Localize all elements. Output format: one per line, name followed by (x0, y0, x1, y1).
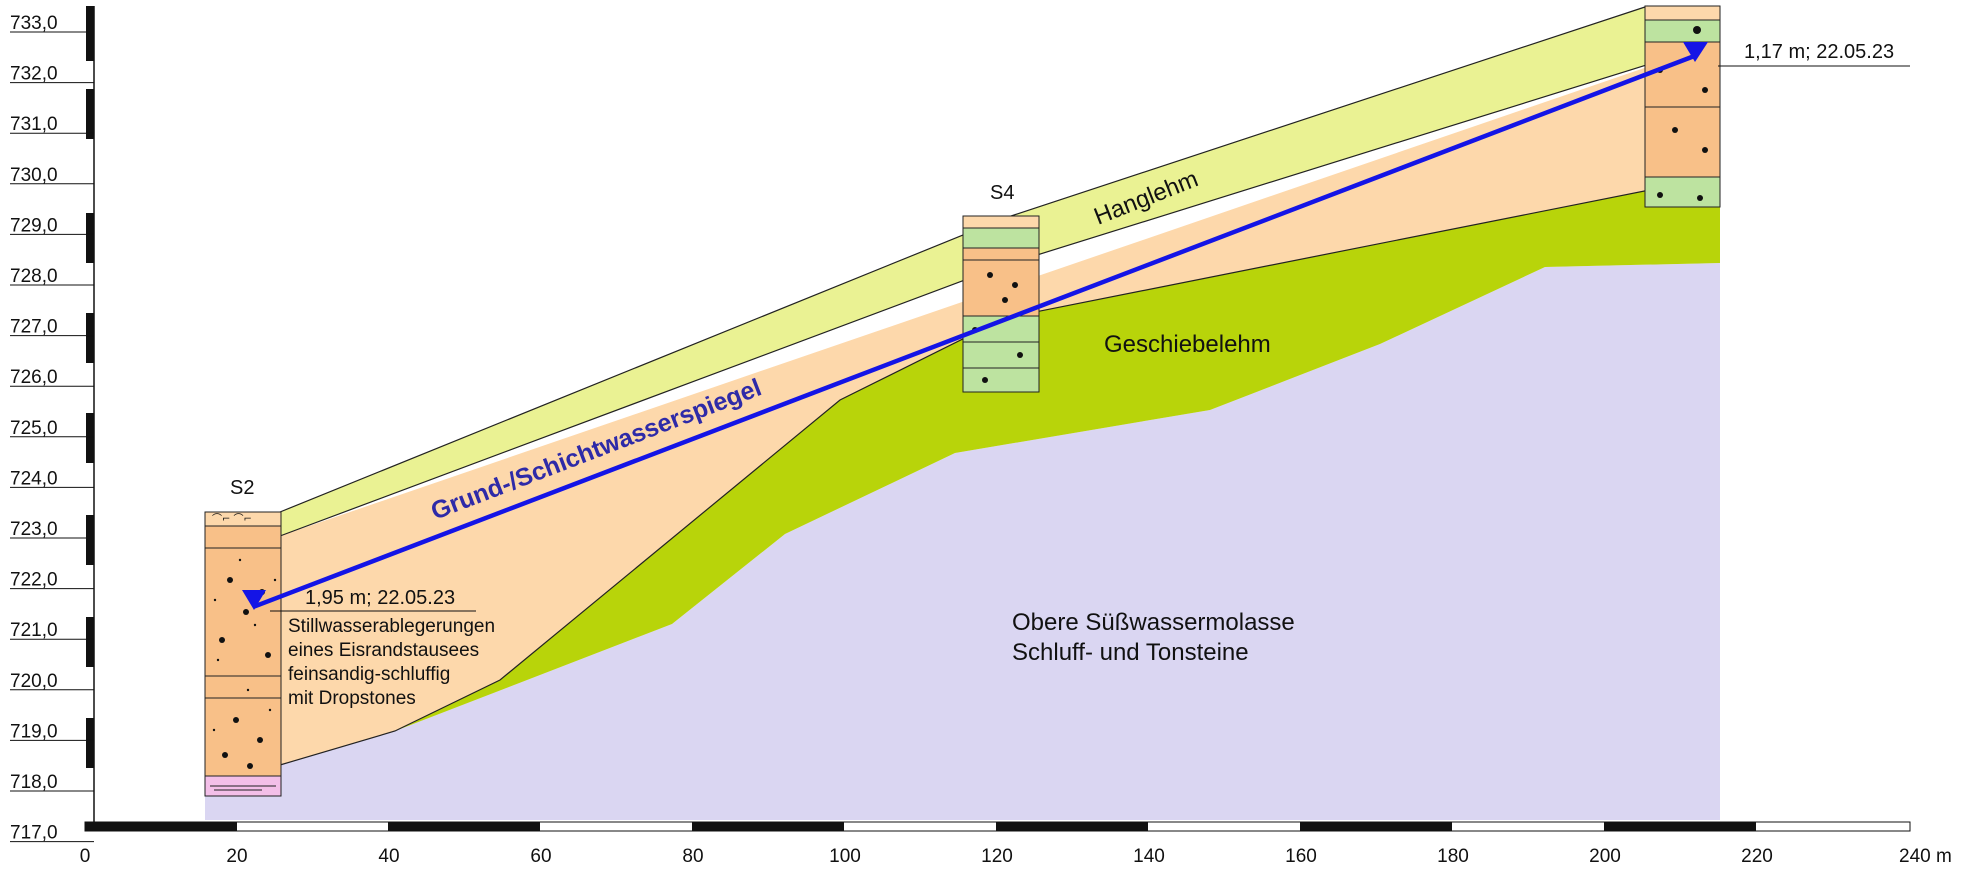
hanglehm-layer (280, 6, 1720, 536)
geschiebelehm-label: Geschiebelehm (1104, 331, 1271, 358)
y-axis-label: 724,0 (10, 468, 58, 489)
borehole-s4-label: S4 (990, 182, 1014, 204)
s2-annotation-line3: feinsandig-schluffig (288, 664, 450, 685)
x-axis-label: 160 (1285, 846, 1317, 867)
groundwater-level (242, 42, 1910, 612)
borehole-right-column (1644, 5, 1721, 208)
borehole-s2-column: ⌒⌐ ⌒⌐ (204, 511, 282, 797)
s2-annotation-line2: eines Eisrandstausees (288, 640, 479, 661)
y-axis-label: 721,0 (10, 620, 58, 641)
x-axis-label: 0 (80, 846, 91, 867)
y-axis-label: 733,0 (10, 13, 58, 34)
x-axis-label: 140 (1133, 846, 1165, 867)
strata (205, 5, 1721, 820)
geschiebelehm-layer (395, 176, 1720, 731)
x-axis-label: 40 (378, 846, 399, 867)
y-axis-label: 717,0 (10, 823, 58, 844)
y-axis-label: 719,0 (10, 721, 58, 742)
x-axis-label: 240 m (1899, 846, 1952, 867)
x-axis-label: 200 (1589, 846, 1621, 867)
borehole-s4-column (962, 215, 1040, 393)
molasse-label-line1: Obere Süßwassermolasse (1012, 609, 1295, 636)
x-axis-label: 100 (829, 846, 861, 867)
y-axis-label: 726,0 (10, 367, 58, 388)
groundwater-line (252, 52, 1698, 610)
s2-water-marker-icon (242, 590, 266, 610)
x-axis-label: 60 (530, 846, 551, 867)
y-axis-label: 723,0 (10, 519, 58, 540)
s2-water-reading: 1,95 m; 22.05.23 (305, 587, 455, 609)
y-axis-label: 722,0 (10, 570, 58, 591)
y-axis-label: 720,0 (10, 671, 58, 692)
borehole-s2-label: S2 (230, 477, 254, 499)
y-axis-label: 728,0 (10, 266, 58, 287)
y-axis-label: 725,0 (10, 418, 58, 439)
x-axis-label: 80 (682, 846, 703, 867)
y-axis-label: 732,0 (10, 64, 58, 85)
svg-text:⌒⌐ ⌒⌐: ⌒⌐ ⌒⌐ (212, 513, 252, 525)
molasse-label-line2: Schluff- und Tonsteine (1012, 639, 1249, 666)
right-water-marker-icon (1683, 42, 1708, 62)
sand-layer (280, 42, 1720, 765)
y-axis-label: 729,0 (10, 215, 58, 236)
x-axis-label: 20 (226, 846, 247, 867)
right-water-reading: 1,17 m; 22.05.23 (1744, 41, 1894, 63)
distance-axis: 0 20 40 60 80 100 120 140 160 180 200 220 240 m (80, 821, 1952, 867)
x-axis-label: 180 (1437, 846, 1469, 867)
molasse-layer (205, 263, 1720, 820)
elevation-axis: 733,0 732,0 731,0 730,0 729,0 728,0 727,0 726,0… (10, 6, 95, 844)
s2-annotation-line4: mit Dropstones (288, 688, 416, 709)
y-axis-label: 731,0 (10, 114, 58, 135)
y-axis-label: 730,0 (10, 165, 58, 186)
y-axis-label: 718,0 (10, 772, 58, 793)
s2-annotation-line1: Stillwasserablegerungen (288, 616, 495, 637)
x-axis-label: 120 (981, 846, 1013, 867)
y-axis-label: 727,0 (10, 317, 58, 338)
x-axis-label: 220 (1741, 846, 1773, 867)
